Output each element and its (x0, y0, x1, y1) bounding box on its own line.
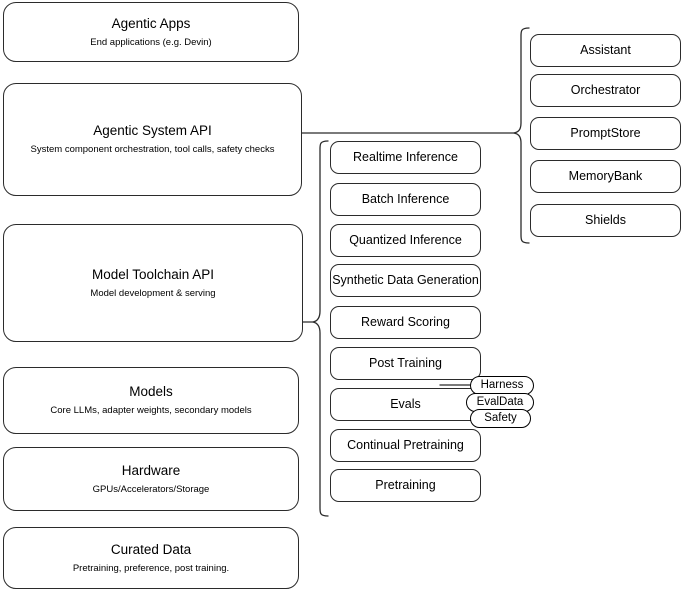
layer-title: Agentic System API (93, 123, 212, 139)
component-label: Assistant (580, 42, 631, 57)
layer-subtitle: End applications (e.g. Devin) (90, 36, 212, 48)
badge-label: EvalData (476, 395, 524, 408)
layer-title: Curated Data (110, 541, 192, 557)
capability-reward-scoring[interactable]: Reward Scoring (330, 306, 481, 339)
layer-models[interactable]: Models Core LLMs, adapter weights, secon… (3, 367, 299, 434)
component-promptstore[interactable]: PromptStore (530, 117, 681, 150)
layer-model-toolchain-api[interactable]: Model Toolchain API Model development & … (3, 224, 303, 342)
capability-label: Continual Pretraining (347, 437, 464, 452)
capability-label: Post Training (369, 355, 442, 370)
capability-label: Realtime Inference (353, 149, 458, 164)
capability-evals[interactable]: Evals (330, 388, 481, 421)
capability-batch-inference[interactable]: Batch Inference (330, 183, 481, 216)
capability-label: Pretraining (375, 477, 436, 492)
component-label: Orchestrator (570, 82, 641, 97)
capability-label: Synthetic Data Generation (332, 272, 479, 287)
layer-agentic-apps[interactable]: Agentic Apps End applications (e.g. Devi… (3, 2, 299, 62)
capability-realtime-inference[interactable]: Realtime Inference (330, 141, 481, 174)
brace-right-column (513, 27, 530, 244)
capability-quantized-inference[interactable]: Quantized Inference (330, 224, 481, 257)
badge-label: Safety (484, 411, 517, 424)
component-label: PromptStore (570, 125, 641, 140)
layer-agentic-system-api[interactable]: Agentic System API System component orch… (3, 83, 302, 196)
layer-hardware[interactable]: Hardware GPUs/Accelerators/Storage (3, 447, 299, 511)
layer-title: Agentic Apps (111, 15, 191, 31)
capability-post-training[interactable]: Post Training (330, 347, 481, 380)
component-shields[interactable]: Shields (530, 204, 681, 237)
capability-continual-pretraining[interactable]: Continual Pretraining (330, 429, 481, 462)
capability-label: Evals (390, 396, 421, 411)
layer-subtitle: Model development & serving (90, 287, 216, 299)
capability-pretraining[interactable]: Pretraining (330, 469, 481, 502)
component-label: MemoryBank (568, 168, 643, 183)
layer-title: Models (129, 384, 173, 400)
capability-label: Quantized Inference (349, 232, 462, 247)
layer-subtitle: Core LLMs, adapter weights, secondary mo… (50, 405, 252, 416)
component-memorybank[interactable]: MemoryBank (530, 160, 681, 193)
layer-title: Model Toolchain API (91, 266, 215, 282)
badge-safety[interactable]: Safety (470, 409, 531, 428)
layer-title: Hardware (121, 462, 181, 478)
layer-curated-data[interactable]: Curated Data Pretraining, preference, po… (3, 527, 299, 589)
capability-label: Batch Inference (361, 191, 450, 206)
brace-middle-column (312, 140, 329, 517)
layer-subtitle: System component orchestration, tool cal… (30, 144, 275, 155)
component-assistant[interactable]: Assistant (530, 34, 681, 67)
badge-label: Harness (480, 378, 524, 391)
layer-subtitle: Pretraining, preference, post training. (72, 562, 230, 574)
layer-subtitle: GPUs/Accelerators/Storage (92, 483, 210, 495)
capability-label: Reward Scoring (361, 314, 450, 329)
capability-synthetic-data-generation[interactable]: Synthetic Data Generation (330, 264, 481, 297)
component-label: Shields (585, 212, 626, 227)
component-orchestrator[interactable]: Orchestrator (530, 74, 681, 107)
